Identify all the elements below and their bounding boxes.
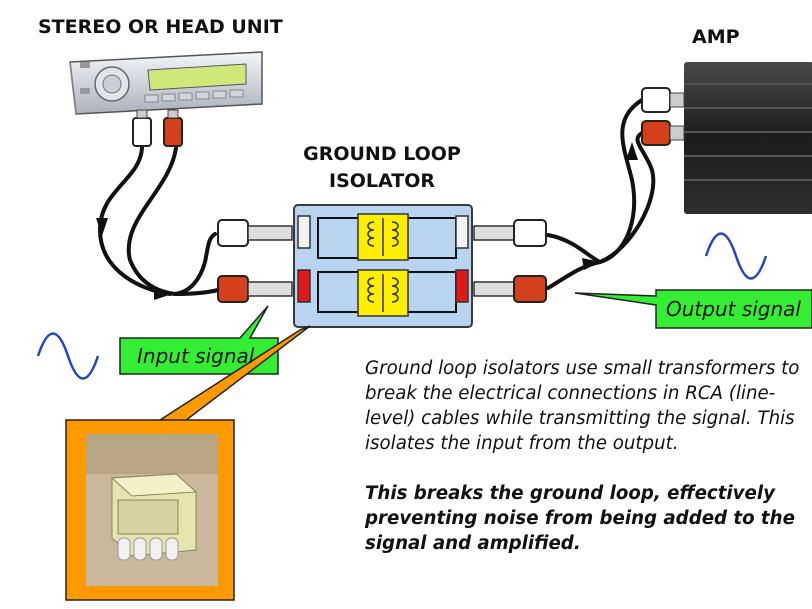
amp-label: AMP <box>692 26 740 48</box>
description: Ground loop isolators use small transfor… <box>365 356 805 556</box>
isolator-input-plugs <box>217 219 293 303</box>
head-unit-label: STEREO OR HEAD UNIT <box>38 16 283 38</box>
isolator-label-line2: ISOLATOR <box>329 170 435 192</box>
input-signal-label: Input signal <box>137 344 255 368</box>
cable-arrows <box>96 142 638 300</box>
amplifier <box>684 62 812 214</box>
amp-rca-plugs <box>641 87 685 146</box>
stereo-head-unit <box>69 51 263 115</box>
transformer-bottom <box>357 269 409 317</box>
output-wave-icon <box>704 232 768 280</box>
transformer-top <box>357 213 409 261</box>
description-paragraph-1: Ground loop isolators use small transfor… <box>365 358 800 454</box>
transformer-photo <box>65 419 235 601</box>
head-unit-rca-plugs <box>132 109 183 147</box>
ground-loop-isolator <box>293 204 473 328</box>
isolator-output-plugs <box>473 219 547 303</box>
isolator-label: GROUND LOOP ISOLATOR <box>272 141 492 195</box>
description-paragraph-2: This breaks the ground loop, effectively… <box>365 483 795 554</box>
output-callout-box <box>574 289 812 329</box>
input-callout-box <box>119 305 279 375</box>
output-signal-label: Output signal <box>666 297 801 321</box>
input-wave-icon <box>36 332 100 380</box>
isolator-label-line1: GROUND LOOP <box>303 143 461 165</box>
